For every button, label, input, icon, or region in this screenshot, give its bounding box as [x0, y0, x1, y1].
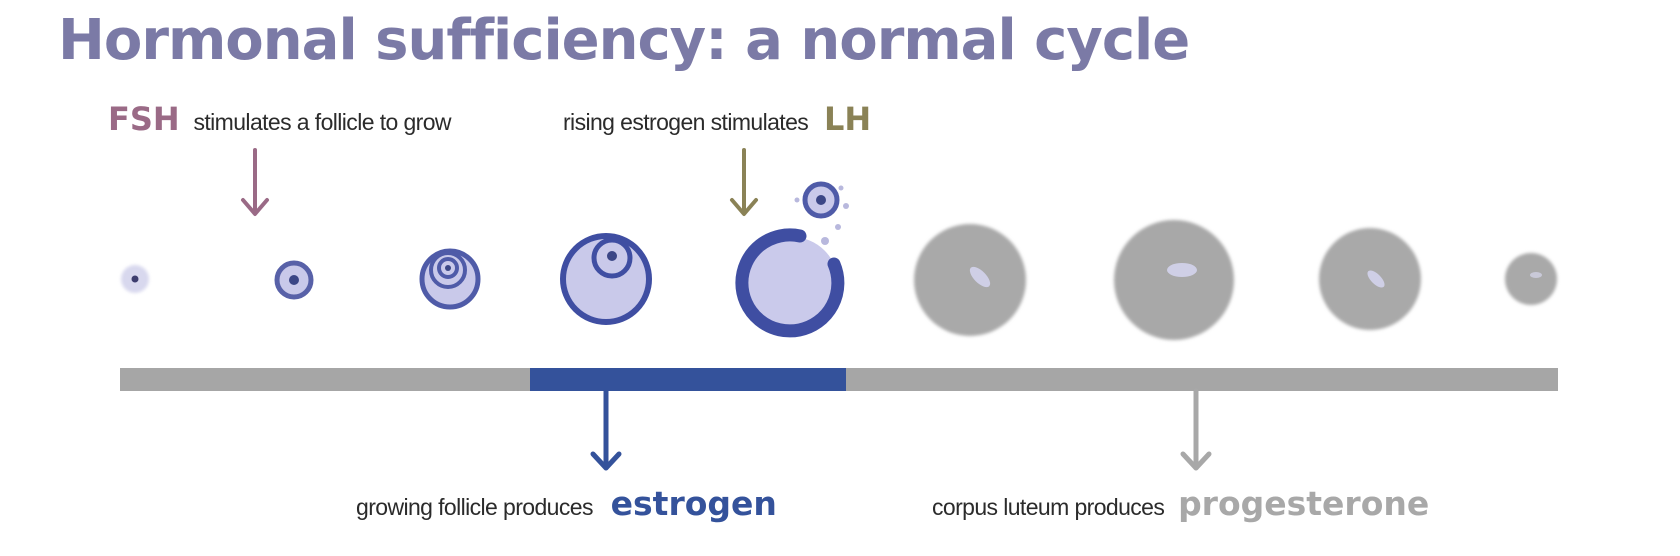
corpus-luteum	[914, 224, 1026, 336]
lh-annotation: rising estrogen stimulates LH	[563, 100, 871, 138]
lh-arrow	[730, 148, 758, 216]
ovulation-follicle	[735, 181, 849, 338]
progesterone-annotation: corpus luteum produces progesterone	[932, 484, 1429, 523]
primordial-follicle	[121, 265, 149, 293]
lh-label: LH	[823, 100, 872, 138]
page-title: Hormonal sufficiency: a normal cycle	[58, 8, 1190, 73]
lh-annotation-text: rising estrogen stimulates	[563, 109, 809, 135]
cycle-timeline	[120, 368, 1558, 391]
fsh-annotation: FSH stimulates a follicle to grow	[108, 100, 452, 138]
mature-follicle	[560, 233, 652, 325]
progesterone-label: progesterone	[1178, 484, 1430, 523]
fsh-label: FSH	[108, 100, 180, 138]
fsh-annotation-text: stimulates a follicle to grow	[193, 109, 451, 135]
progesterone-annotation-text: corpus luteum produces	[932, 494, 1165, 520]
primary-follicle	[274, 260, 314, 300]
estrogen-annotation-text: growing follicle produces	[356, 494, 593, 520]
corpus-albicans	[1505, 253, 1557, 305]
estrogen-label: estrogen	[610, 484, 777, 523]
corpus-luteum	[1319, 228, 1421, 330]
estrogen-annotation: growing follicle produces estrogen	[356, 484, 777, 523]
progesterone-arrow	[1180, 388, 1212, 471]
fsh-arrow	[241, 148, 269, 216]
estrogen-phase-segment	[530, 368, 846, 391]
secondary-follicle	[419, 248, 481, 310]
estrogen-arrow	[590, 388, 622, 471]
corpus-luteum	[1114, 220, 1234, 340]
